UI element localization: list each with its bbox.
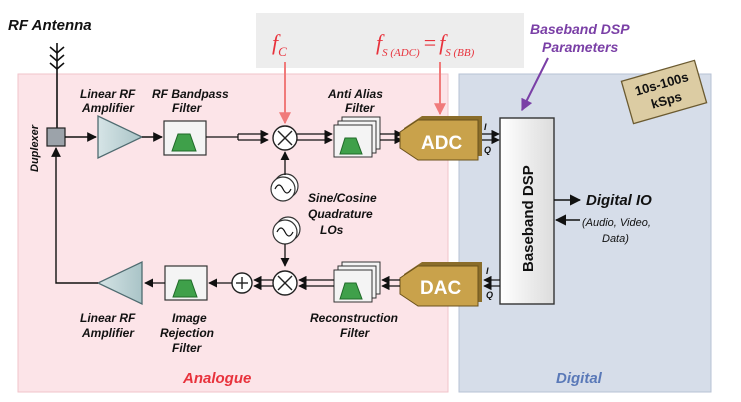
digital-io-sub: (Audio, Video, Data) [582,217,654,245]
fs-equation: fS (ADC)=fS (BB) [376,30,475,59]
wire-mixer-aaf [297,129,333,145]
bandpass-label: RF Bandpass Filter [152,87,232,115]
analogue-label: Analogue [182,370,251,387]
analogue-region [17,73,449,393]
reconstruction-label: Reconstruction Filter [310,311,401,340]
adc-label: ADC [421,133,462,154]
image-rejection-filter [164,265,208,301]
bandpass-filter [163,120,207,156]
dsp-block-label: Baseband DSP [520,165,537,272]
wire-dsp-dac [483,275,500,291]
digital-region [458,73,712,393]
antenna-icon [49,43,65,128]
bottom-mixer [272,270,298,296]
wire-pa-duplexer [51,147,98,284]
bottom-pa-label: Linear RF Amplifier [80,311,139,340]
wire-rec-mixer [298,275,334,291]
wire-aaf-adc [380,129,403,145]
dac-i: I [486,266,489,276]
adc-block: ADC [399,116,482,161]
top-mixer [272,125,298,151]
dsp-params-arrow [521,57,549,112]
digital-io-title: Digital IO [586,192,652,209]
dac-label: DAC [420,278,461,299]
title: RF Antenna [8,17,92,34]
top-lna-amp [97,114,144,160]
wire-bpf-mixer [206,129,269,145]
adc-q: Q [484,145,491,155]
bottom-pa-amp [96,260,143,306]
digital-label: Digital [556,370,603,387]
duplexer-box [46,127,66,147]
adc-i: I [484,122,487,132]
adder [231,272,253,294]
image-rejection-label: Image Rejection Filter [160,311,217,355]
top-lna-label: Linear RF Amplifier [80,87,139,115]
dac-q: Q [486,290,493,300]
reconstruction-filter [333,261,381,303]
frequency-panel [256,13,524,68]
anti-alias-label: Anti Alias Filter [327,87,386,115]
duplexer-label: Duplexer [29,124,41,172]
bottom-lo-icon [272,216,301,245]
top-lo-icon [270,173,299,202]
dsp-params-label: Baseband DSP Parameters [530,21,633,55]
anti-alias-filter [333,116,381,158]
wire-adc-dsp [482,129,500,145]
fc-label: fC [272,30,287,59]
wire-mixer-adder [253,275,273,291]
dac-block: DAC [399,262,482,307]
baseband-dsp-block [499,117,555,305]
lo-label: Sine/Cosine Quadrature LOs [308,191,380,237]
wire-dac-rec [381,275,400,291]
